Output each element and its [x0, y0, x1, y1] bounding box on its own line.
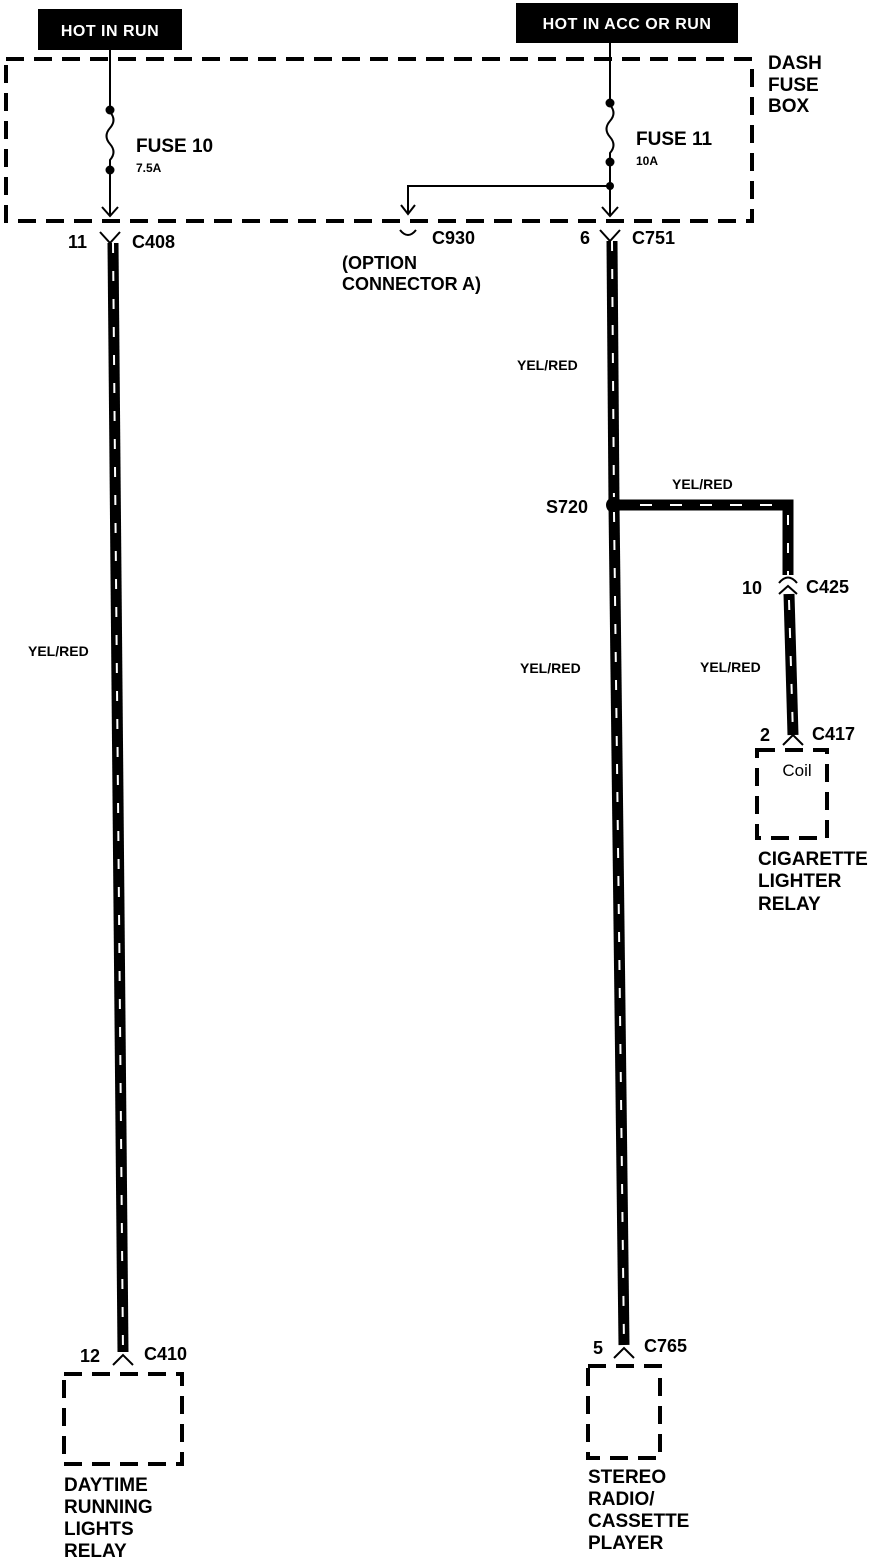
svg-text:LIGHTER: LIGHTER [758, 871, 842, 892]
fuse-10-name: FUSE 10 [136, 136, 213, 157]
svg-text:LIGHTS: LIGHTS [64, 1519, 134, 1540]
daytime-running-lights-relay-box [62, 1372, 184, 1466]
svg-text:DAYTIME: DAYTIME [64, 1475, 148, 1496]
wire-left-main [107, 242, 129, 1353]
svg-text:BOX: BOX [768, 96, 810, 117]
wire-right-lower-color: YEL/RED [520, 660, 581, 676]
c425-name: C425 [806, 577, 849, 597]
svg-text:STEREO: STEREO [588, 1467, 666, 1488]
c417-pin: 2 [760, 725, 770, 745]
wire-branch-horizontal [614, 499, 794, 575]
fuse-11-rating: 10A [636, 154, 658, 168]
stereo-radio-label: STEREO RADIO/ CASSETTE PLAYER [588, 1467, 689, 1554]
c410-name: C410 [144, 1344, 187, 1364]
wire-left-main-color: YEL/RED [28, 643, 89, 659]
svg-text:RELAY: RELAY [758, 894, 821, 915]
svg-text:HOT IN RUN: HOT IN RUN [61, 23, 159, 40]
svg-text:CIGARETTE: CIGARETTE [758, 849, 868, 870]
fuse-10-circuit [101, 50, 119, 218]
c930-name: C930 [432, 228, 475, 248]
svg-text:RUNNING: RUNNING [64, 1497, 153, 1518]
c410-pin: 12 [80, 1346, 100, 1366]
c751-pin: 6 [580, 228, 590, 248]
c417-name: C417 [812, 724, 855, 744]
daytime-running-lights-relay-label: DAYTIME RUNNING LIGHTS RELAY [64, 1475, 153, 1560]
cigarette-lighter-relay-box [755, 748, 829, 840]
svg-text:RADIO/: RADIO/ [588, 1489, 655, 1510]
wire-right-upper [606, 240, 620, 506]
fuse-11-name: FUSE 11 [636, 129, 712, 150]
c765-name: C765 [644, 1336, 687, 1356]
svg-text:HOT IN ACC OR RUN: HOT IN ACC OR RUN [543, 16, 712, 33]
cigarette-lighter-relay-label: CIGARETTE LIGHTER RELAY [758, 849, 868, 915]
c410-connector-symbol [112, 1353, 134, 1366]
svg-text:PLAYER: PLAYER [588, 1533, 664, 1554]
wire-branch-horizontal-color: YEL/RED [672, 476, 733, 492]
hot-in-acc-or-run-label: HOT IN ACC OR RUN [516, 3, 738, 43]
c751-name: C751 [632, 228, 675, 248]
dash-fuse-box-label: DASH FUSE BOX [768, 53, 822, 117]
hot-in-run-label: HOT IN RUN [38, 9, 182, 50]
wire-branch-lower-color: YEL/RED [700, 659, 761, 675]
fuse-11-circuit [400, 43, 619, 218]
c930-desc-line2: CONNECTOR A) [342, 274, 481, 294]
c417-connector-symbol [782, 733, 804, 746]
c425-pin: 10 [742, 578, 762, 598]
svg-text:RELAY: RELAY [64, 1541, 127, 1560]
c408-pin: 11 [68, 232, 87, 252]
c751-connector-symbol [599, 229, 621, 243]
wire-branch-lower [783, 593, 799, 736]
stereo-radio-box [586, 1364, 662, 1460]
svg-text:DASH: DASH [768, 53, 822, 74]
cigarette-lighter-relay-coil: Coil [782, 761, 811, 780]
splice-s720-name: S720 [546, 497, 588, 517]
wire-right-lower [608, 504, 630, 1346]
svg-text:FUSE: FUSE [768, 75, 819, 96]
fuse-10-rating: 7.5A [136, 161, 162, 175]
c930-connector-symbol [399, 229, 417, 236]
svg-text:CASSETTE: CASSETTE [588, 1511, 689, 1532]
c765-pin: 5 [593, 1338, 603, 1358]
c765-connector-symbol [613, 1346, 635, 1359]
wire-right-upper-color: YEL/RED [517, 357, 578, 373]
c930-desc-line1: (OPTION [342, 253, 417, 273]
c408-name: C408 [132, 232, 175, 252]
c425-connector-symbol [778, 576, 798, 595]
c408-connector-symbol [99, 231, 121, 245]
dash-fuse-box-boundary [4, 57, 754, 223]
